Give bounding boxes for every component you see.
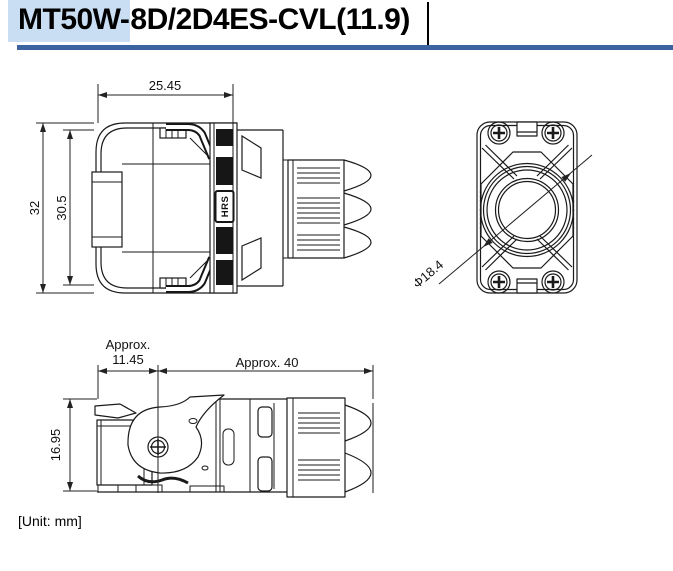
side-view-body: HRS (91, 122, 372, 294)
dim-height: 16.95 (48, 429, 63, 462)
front-view-drawing: Φ18.4 (415, 121, 593, 294)
dim-length-right: Approx. 40 (236, 355, 299, 370)
dim-approx-label: Approx. (106, 337, 151, 352)
screw-icon (541, 121, 565, 145)
top-view-drawing: Approx. 11.45 Approx. 40 16.95 (48, 337, 374, 498)
hrs-logo: HRS (220, 196, 231, 218)
unit-note: [Unit: mm] (18, 513, 82, 529)
dim-length-left: 11.45 (112, 352, 144, 367)
side-view-drawing: HRS 25.45 32 (30, 78, 372, 294)
screw-icon (541, 270, 565, 294)
side-view-dimensions: 25.45 32 30.5 (30, 78, 234, 294)
screw-icon (487, 121, 511, 145)
dim-height-outer: 32 (30, 201, 42, 215)
top-view-body (94, 394, 374, 498)
dim-width-top: 25.45 (149, 78, 182, 93)
heading-rule (17, 45, 673, 50)
dim-height-inner: 30.5 (54, 195, 69, 220)
text-cursor (427, 2, 429, 49)
title-rest-text: 8D/2D4ES-CVL(11.9) (130, 3, 410, 36)
dim-diameter: Φ18.4 (415, 257, 446, 291)
front-view-dimensions: Φ18.4 (415, 154, 593, 291)
title-selected-text: MT50W- (8, 0, 131, 42)
page-title: MT50W-8D/2D4ES-CVL(11.9) (8, 0, 410, 42)
front-view-body (476, 121, 578, 294)
screw-icon (487, 270, 511, 294)
top-view-dimensions: Approx. 11.45 Approx. 40 16.95 (48, 337, 374, 493)
